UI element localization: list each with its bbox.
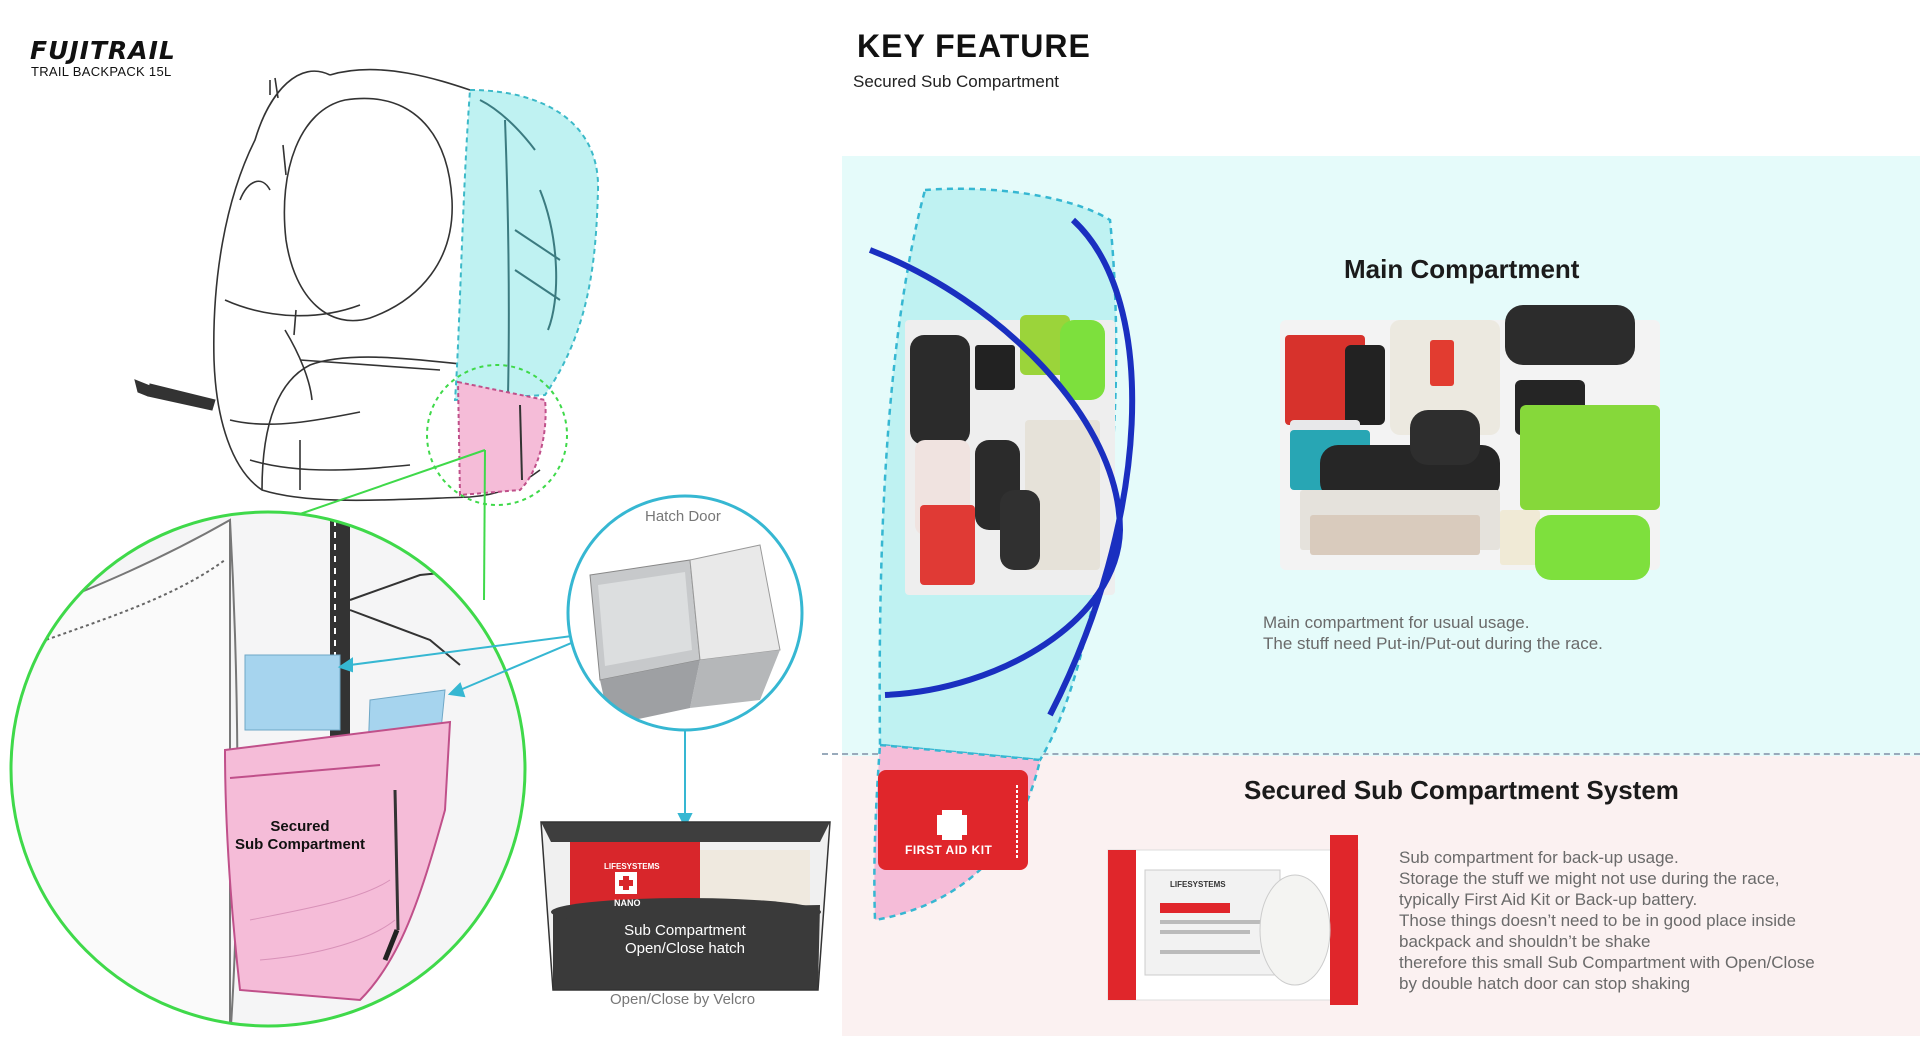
first-aid-label: FIRST AID KIT [905,843,993,857]
sub-desc-line: backpack and shouldn’t be shake [1399,932,1651,951]
main-gear-photo [1280,305,1660,580]
sub-desc-line: typically First Aid Kit or Back-up batte… [1399,890,1698,909]
page-subtitle: Secured Sub Compartment [853,72,1059,91]
sub-desc-line: therefore this small Sub Compartment wit… [1399,953,1815,972]
sub-desc-line: Sub compartment for back-up usage. [1399,848,1679,867]
hatch-door-photo [589,544,781,725]
sub-compartment-description: Sub compartment for back-up usage. Stora… [1399,847,1815,994]
sub-desc-line: by double hatch door can stop shaking [1399,974,1691,993]
gear-pile-in-pack [905,315,1115,595]
page-title: KEY FEATURE [857,28,1091,64]
kit-model-text: NANO [614,898,641,908]
focus-circle [426,364,568,506]
product-name: TRAIL BACKPACK 15L [31,64,172,79]
sub-compartment-zone [456,380,547,497]
shoulder-strap-back [1047,217,1136,717]
velcro-caption: Open/Close by Velcro [610,991,756,1008]
first-aid-package-photo [1107,835,1359,1005]
main-compartment-title: Main Compartment [1344,254,1580,284]
main-compartment-zone [453,88,600,402]
backpack-drawing [213,68,541,502]
side-buckle [134,379,216,411]
hatch-label-line2: Open/Close hatch [624,940,746,957]
hatch-label-line1: Sub Compartment [624,922,746,939]
hatch-door-circle [566,494,804,732]
lens-label-line1: Secured [270,818,330,835]
kit-brand-text: LIFESYSTEMS [604,862,660,871]
lens-label: Secured Sub Compartment [200,818,400,854]
hatch-door-label: Hatch Door [645,508,721,525]
zoom-lens [11,512,525,1026]
hatch-tray [541,822,830,990]
sub-desc-line: Storage the stuff we might not use durin… [1399,869,1780,888]
hatch-label: Sub Compartment Open/Close hatch [585,922,785,958]
first-aid-kit-pouch [878,770,1028,870]
main-compartment-description: Main compartment for usual usage. The st… [1263,612,1603,654]
main-desc-line: Main compartment for usual usage. [1263,613,1530,632]
main-desc-line: The stuff need Put-in/Put-out during the… [1263,634,1603,653]
zoom-lens-border [9,510,527,1028]
sub-compartment-title: Secured Sub Compartment System [1244,775,1679,805]
brand-logo: FUJITRAIL [30,36,176,65]
compartment-divider [822,753,1920,755]
package-brand-text: LIFESYSTEMS [1170,880,1226,889]
sub-desc-line: Those things doesn’t need to be in good … [1399,911,1796,930]
lens-label-line2: Sub Compartment [234,836,365,853]
